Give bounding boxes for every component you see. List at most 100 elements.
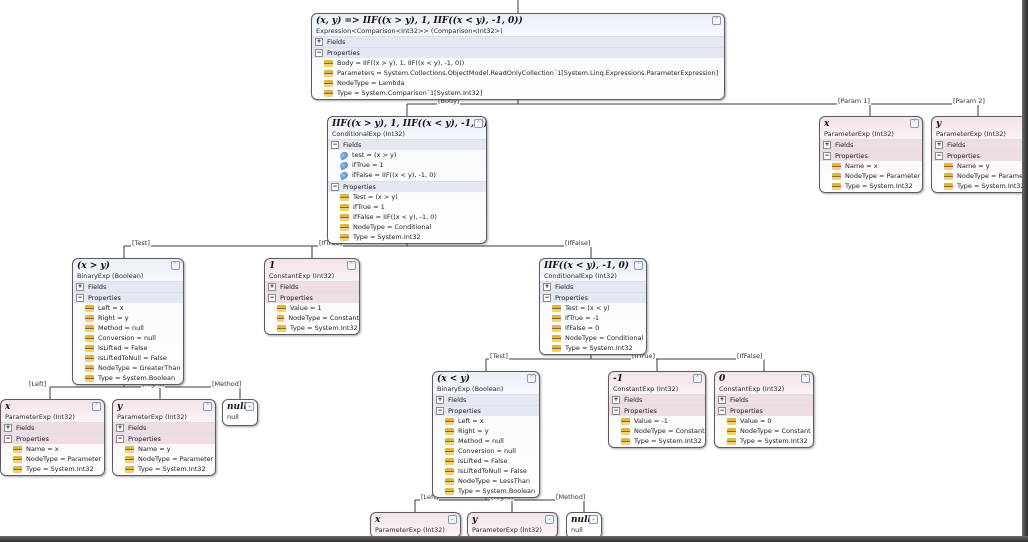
expand-node-icon[interactable]: ⌄: [545, 515, 554, 524]
property-value: Conversion = null: [98, 334, 156, 342]
properties-label: Properties: [88, 294, 121, 302]
fields-section-header[interactable]: −Fields: [328, 139, 486, 150]
fields-section-header[interactable]: +Fields: [73, 281, 183, 292]
collapse-properties-icon[interactable]: −: [543, 294, 551, 302]
collapse-node-icon[interactable]: ⌃: [693, 374, 702, 383]
collapse-properties-icon[interactable]: −: [823, 152, 831, 160]
properties-section-header[interactable]: −Properties: [932, 150, 1022, 161]
fields-section-header[interactable]: +Fields: [932, 139, 1022, 150]
properties-section-header[interactable]: −Properties: [540, 292, 646, 303]
properties-section-header[interactable]: −Properties: [265, 292, 359, 303]
property-icon: [445, 487, 454, 495]
properties-section-header[interactable]: −Properties: [609, 405, 705, 416]
fields-section-header[interactable]: +Fields: [820, 139, 922, 150]
collapse-node-icon[interactable]: ⌃: [910, 119, 919, 128]
properties-section-header[interactable]: −Properties: [113, 433, 215, 444]
collapse-node-icon[interactable]: ⌃: [203, 402, 212, 411]
property-value: Body = IIF((x > y), 1, IIF((x < y), -1, …: [337, 59, 465, 67]
collapse-node-icon[interactable]: ⌃: [712, 16, 721, 25]
collapse-properties-icon[interactable]: −: [718, 407, 726, 415]
fields-section-header[interactable]: +Fields: [540, 281, 646, 292]
properties-section-header[interactable]: −Properties: [312, 47, 724, 58]
node-title: (x, y) => IIF((x > y), 1, IIF((x < y), -…: [316, 16, 523, 26]
collapse-properties-icon[interactable]: −: [116, 435, 124, 443]
properties-section-header[interactable]: −Properties: [1, 433, 104, 444]
collapse-properties-icon[interactable]: −: [331, 183, 339, 191]
property-icon: [445, 477, 454, 485]
fields-label: Fields: [16, 424, 35, 432]
expand-fields-icon[interactable]: +: [116, 424, 124, 432]
fields-section-header[interactable]: +Fields: [312, 36, 724, 47]
property-value: NodeType = Conditional: [565, 334, 644, 342]
collapse-node-icon[interactable]: ⌃: [171, 261, 180, 270]
property-row: Right = y: [433, 426, 539, 436]
collapse-properties-icon[interactable]: −: [4, 435, 12, 443]
fields-section-header[interactable]: +Fields: [113, 422, 215, 433]
property-value: Test = (x > y): [353, 193, 398, 201]
property-value: Parameters = System.Collections.ObjectMo…: [337, 69, 719, 77]
tree-node-bin2[interactable]: (x < y)BinaryExp (Boolean)⌃+Fields−Prope…: [432, 371, 540, 498]
fields-section-header[interactable]: +Fields: [265, 281, 359, 292]
expand-fields-icon[interactable]: +: [4, 424, 12, 432]
properties-section-header[interactable]: −Properties: [820, 150, 922, 161]
fields-section-header[interactable]: +Fields: [715, 394, 813, 405]
property-icon: [832, 182, 841, 190]
fields-section-header[interactable]: +Fields: [609, 394, 705, 405]
collapse-properties-icon[interactable]: −: [315, 49, 323, 57]
collapse-properties-icon[interactable]: −: [935, 152, 943, 160]
collapse-node-icon[interactable]: ⌃: [92, 402, 101, 411]
expand-fields-icon[interactable]: +: [718, 396, 726, 404]
collapse-node-icon[interactable]: ⌃: [634, 261, 643, 270]
expand-node-icon[interactable]: ⌄: [245, 402, 254, 411]
collapse-node-icon[interactable]: ⌃: [347, 261, 356, 270]
properties-section-header[interactable]: −Properties: [715, 405, 813, 416]
fields-section-header[interactable]: +Fields: [433, 394, 539, 405]
expand-fields-icon[interactable]: +: [823, 141, 831, 149]
expand-fields-icon[interactable]: +: [315, 38, 323, 46]
expand-fields-icon[interactable]: +: [76, 283, 84, 291]
properties-section-header[interactable]: −Properties: [433, 405, 539, 416]
expand-fields-icon[interactable]: +: [436, 396, 444, 404]
fields-section-header[interactable]: + Fields: [1, 422, 104, 433]
properties-section-header[interactable]: −Properties: [73, 292, 183, 303]
expand-fields-icon[interactable]: +: [543, 283, 551, 291]
tree-node-bin1[interactable]: (x > y)BinaryExp (Boolean)⌃+Fields−Prope…: [72, 258, 184, 385]
expand-fields-icon[interactable]: +: [612, 396, 620, 404]
property-row: Name = y: [932, 161, 1022, 171]
collapse-properties-icon[interactable]: −: [612, 407, 620, 415]
property-row: Left = x: [73, 303, 183, 313]
collapse-node-icon[interactable]: ⌃: [474, 119, 483, 128]
expand-fields-icon[interactable]: +: [935, 141, 943, 149]
collapse-properties-icon[interactable]: −: [76, 294, 84, 302]
collapse-node-icon[interactable]: ⌃: [801, 374, 810, 383]
node-type-label: ParameterExp (Int32): [375, 526, 445, 534]
collapse-properties-icon[interactable]: −: [436, 407, 444, 415]
property-row: Value = 0: [715, 416, 813, 426]
expand-fields-icon[interactable]: +: [268, 283, 276, 291]
expand-node-icon[interactable]: ⌄: [448, 515, 457, 524]
collapse-fields-icon[interactable]: −: [331, 141, 339, 149]
tree-node-cond2[interactable]: IIF((x < y), -1, 0)ConditionalExp (Int32…: [539, 258, 647, 355]
expand-node-icon[interactable]: ⌄: [589, 515, 598, 524]
properties-section-header[interactable]: −Properties: [328, 181, 486, 192]
property-row: Type = System.Int32: [540, 343, 646, 353]
tree-node-lambda[interactable]: (x, y) => IIF((x > y), 1, IIF((x < y), -…: [311, 13, 725, 100]
property-icon: [621, 427, 630, 435]
tree-node-cond1[interactable]: IIF((x > y), 1, IIF((x < y), -1, 0))Cond…: [327, 116, 487, 244]
collapse-node-icon[interactable]: ⌃: [527, 374, 536, 383]
collapse-properties-icon[interactable]: −: [268, 294, 276, 302]
